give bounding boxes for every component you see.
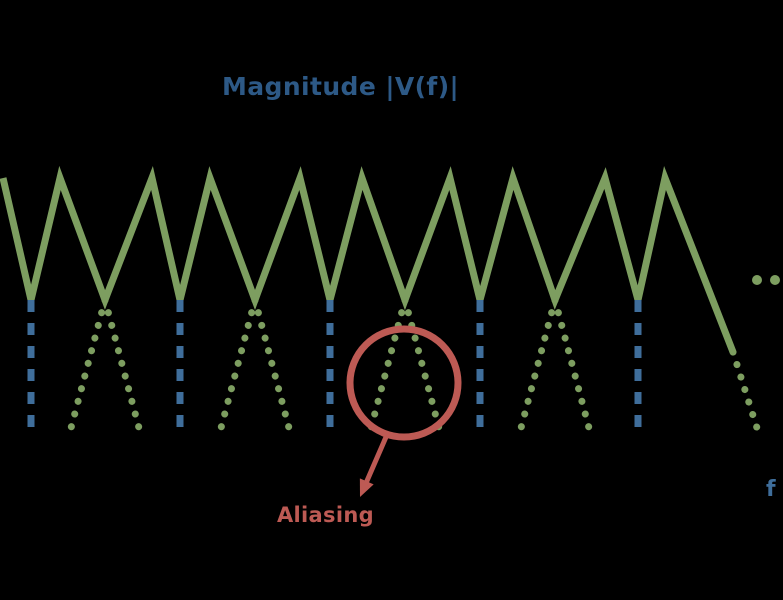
continuation-dot xyxy=(752,275,762,285)
aliasing-tail-partial xyxy=(729,348,761,432)
aliasing-tail-right xyxy=(101,296,143,432)
aliasing-tail-right xyxy=(551,296,593,432)
aliasing-tail-left xyxy=(217,296,259,432)
spectrum-polyline xyxy=(0,165,737,354)
frequency-axis-label: f xyxy=(766,477,776,502)
aliasing-tail-left xyxy=(67,296,109,432)
aliasing-tail-left xyxy=(517,296,559,432)
aliasing-tail-right xyxy=(251,296,293,432)
aliasing-tail-right xyxy=(401,296,443,432)
spectrum-polyline-group xyxy=(0,165,737,354)
aliasing-annotation-label: Aliasing xyxy=(277,503,374,527)
aliasing-highlight-circle xyxy=(346,325,462,441)
aliasing-annotation-group xyxy=(346,325,462,497)
aliasing-arrow-head xyxy=(359,478,374,497)
aliasing-tail-group xyxy=(67,296,761,432)
continuation-dots-group xyxy=(752,275,780,285)
continuation-dot xyxy=(770,275,780,285)
page-title: Magnitude |V(f)| xyxy=(222,72,460,101)
aliasing-tail-left xyxy=(367,296,409,432)
aliasing-arrow-line xyxy=(364,434,389,484)
